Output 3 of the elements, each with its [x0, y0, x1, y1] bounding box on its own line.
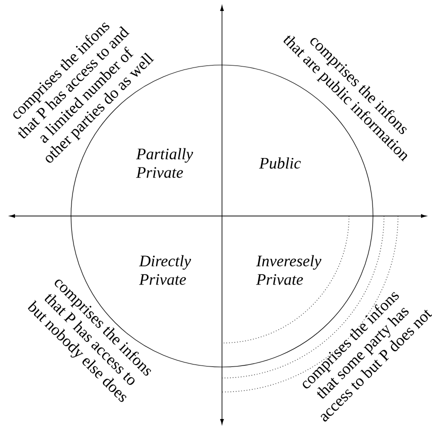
quadrant-label: Directly Private	[139, 255, 192, 285]
quadrant-label: Partially Private	[136, 148, 194, 178]
quadrant-label: Public	[259, 157, 301, 169]
